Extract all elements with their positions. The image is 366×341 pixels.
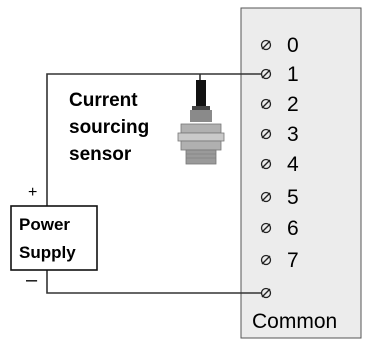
terminal-7: 7 (260, 249, 299, 272)
terminal-2: 2 (260, 93, 299, 116)
negative-wire (46, 270, 261, 294)
sensor-label: Current sourcing sensor (69, 90, 149, 165)
power-supply: Power Supply + – (10, 184, 98, 291)
screw-icon (260, 287, 272, 299)
plus-sign: + (28, 184, 37, 201)
screw-icon (260, 128, 272, 140)
terminal-label: 1 (287, 63, 299, 86)
terminal-common: Common (252, 287, 337, 333)
terminal-4: 4 (260, 153, 299, 176)
common-label: Common (252, 310, 337, 333)
screw-icon (260, 191, 272, 203)
power-supply-label-line2: Supply (19, 243, 76, 262)
terminal-3: 3 (260, 123, 299, 146)
proximity-sensor-icon (177, 80, 225, 165)
terminal-label: 3 (287, 123, 299, 146)
terminal-list: 0 1 2 3 (252, 34, 337, 333)
positive-wire (46, 73, 261, 206)
terminal-block (240, 7, 362, 339)
screw-icon (260, 158, 272, 170)
power-supply-label-line1: Power (19, 215, 70, 234)
screw-icon (260, 98, 272, 110)
sensor-label-line3: sensor (69, 144, 132, 165)
power-supply-box (10, 205, 98, 271)
sensor-label-line2: sourcing (69, 117, 149, 138)
screw-icon (260, 68, 272, 80)
terminal-0: 0 (260, 34, 299, 57)
terminal-label: 6 (287, 217, 299, 240)
terminal-label: 2 (287, 93, 299, 116)
terminal-5: 5 (260, 186, 299, 209)
screw-icon (260, 222, 272, 234)
screw-icon (260, 39, 272, 51)
screw-icon (260, 254, 272, 266)
minus-sign: – (26, 269, 38, 291)
terminal-label: 0 (287, 34, 299, 57)
terminal-label: 5 (287, 186, 299, 209)
terminal-label: 7 (287, 249, 299, 272)
sensor-label-line1: Current (69, 90, 138, 111)
terminal-1: 1 (260, 63, 299, 86)
terminal-label: 4 (287, 153, 299, 176)
terminal-6: 6 (260, 217, 299, 240)
